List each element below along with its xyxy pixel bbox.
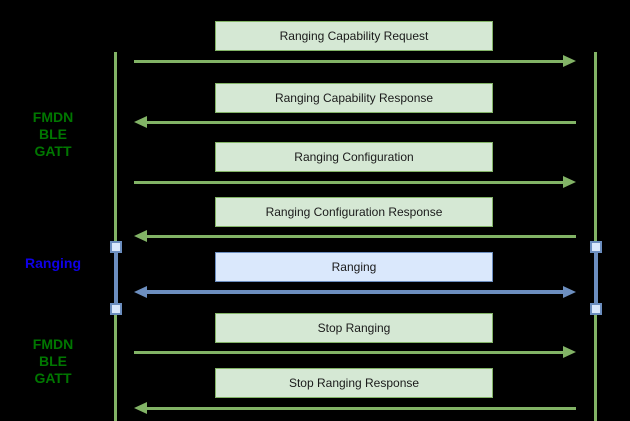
arrowhead-left-icon — [134, 116, 147, 128]
activation-square-right-top — [589, 241, 602, 253]
arrow-right-ranging-configuration — [134, 176, 576, 188]
arrow-left-stop-ranging-response — [134, 402, 576, 414]
arrow-shaft — [144, 234, 576, 238]
arrowhead-right-icon — [563, 55, 576, 67]
phase-label-line: GATT — [34, 143, 72, 159]
lifeline-right — [594, 52, 597, 421]
activation-square-left-bottom — [109, 303, 122, 315]
message-box-ranging-capability-response: Ranging Capability Response — [215, 83, 493, 113]
phase-label-line: BLE — [39, 126, 67, 142]
phase-label-line: BLE — [39, 353, 67, 369]
phase-label-line: FMDN — [32, 336, 74, 352]
arrow-shaft — [144, 406, 576, 410]
arrowhead-left-icon — [134, 402, 147, 414]
phase-label-line: FMDN — [32, 109, 74, 125]
phase-label-fmdn-ble-gatt-top: FMDN BLE GATT — [8, 109, 98, 160]
activation-square-left-top — [109, 241, 122, 253]
activation-square-right-bottom — [589, 303, 602, 315]
arrowhead-left-icon — [134, 230, 147, 242]
arrow-shaft — [134, 350, 566, 354]
arrowhead-left-icon — [134, 286, 147, 298]
arrow-shaft — [134, 180, 566, 184]
message-box-stop-ranging-response: Stop Ranging Response — [215, 368, 493, 398]
phase-label-line: GATT — [34, 370, 72, 386]
message-box-ranging: Ranging — [215, 252, 493, 282]
message-box-ranging-configuration-response: Ranging Configuration Response — [215, 197, 493, 227]
message-box-ranging-configuration: Ranging Configuration — [215, 142, 493, 172]
phase-label-line: Ranging — [25, 255, 81, 271]
phase-label-ranging: Ranging — [8, 255, 98, 272]
arrow-bidirectional-ranging — [134, 286, 576, 298]
activation-segment-left — [113, 250, 118, 310]
arrow-right-stop-ranging — [134, 346, 576, 358]
message-box-stop-ranging: Stop Ranging — [215, 313, 493, 343]
message-box-ranging-capability-request: Ranging Capability Request — [215, 21, 493, 51]
arrow-shaft — [144, 290, 566, 294]
arrowhead-right-icon — [563, 176, 576, 188]
activation-segment-right — [593, 250, 598, 310]
arrow-left-ranging-capability-response — [134, 116, 576, 128]
arrow-shaft — [134, 59, 566, 63]
lifeline-left — [114, 52, 117, 421]
arrow-shaft — [144, 120, 576, 124]
arrowhead-right-icon — [563, 346, 576, 358]
arrow-left-ranging-configuration-response — [134, 230, 576, 242]
arrow-right-ranging-capability-request — [134, 55, 576, 67]
phase-label-fmdn-ble-gatt-bottom: FMDN BLE GATT — [8, 336, 98, 387]
arrowhead-right-icon — [563, 286, 576, 298]
